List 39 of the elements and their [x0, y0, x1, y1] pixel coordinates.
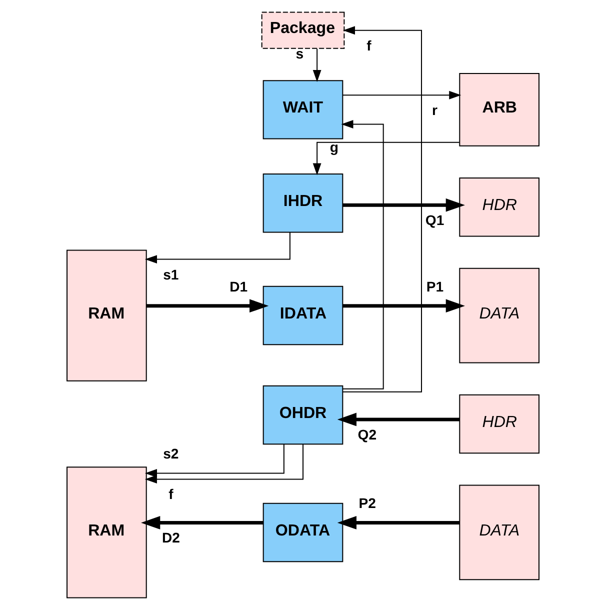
- node-box: DATA: [458, 484, 539, 580]
- arrow: [342, 198, 464, 212]
- arrow: [336, 412, 460, 426]
- node-box: IHDR: [262, 173, 343, 233]
- arrow: [342, 90, 461, 100]
- edge-label: r: [431, 102, 437, 118]
- arrow: [140, 516, 263, 530]
- node-box: IDATA: [262, 286, 343, 346]
- arrow: [342, 299, 464, 313]
- node-box: RAM: [66, 466, 146, 598]
- arrow: [340, 120, 384, 390]
- arrow: [144, 444, 284, 478]
- arrow: [146, 299, 268, 313]
- node-box: HDR: [458, 394, 539, 454]
- edge-label: P2: [358, 495, 376, 512]
- edge-label: g: [329, 138, 338, 155]
- edge-label: f: [366, 37, 371, 54]
- edge-label: s1: [162, 266, 178, 282]
- edge-label: D2: [161, 530, 180, 546]
- node-box: HDR: [458, 177, 539, 237]
- edge-label: f: [168, 486, 173, 502]
- arrow: [312, 48, 321, 82]
- arrow: [336, 516, 460, 530]
- edge-label: Q1: [424, 212, 444, 228]
- arrow: [144, 444, 303, 484]
- node-box: RAM: [66, 250, 146, 382]
- arrow: [342, 26, 422, 392]
- edge-label: P1: [426, 278, 444, 294]
- node-box: OHDR: [262, 385, 343, 445]
- node-box: ODATA: [262, 502, 343, 562]
- node-box: WAIT: [262, 80, 343, 140]
- edge-label: Q2: [357, 426, 376, 442]
- node-box: ARB: [458, 73, 539, 146]
- arrow: [312, 142, 459, 176]
- node-box: DATA: [458, 268, 539, 364]
- edge-label: D1: [229, 278, 248, 294]
- arrow: [144, 232, 290, 264]
- node-box: Package: [260, 12, 344, 49]
- edge-label: s2: [162, 446, 178, 462]
